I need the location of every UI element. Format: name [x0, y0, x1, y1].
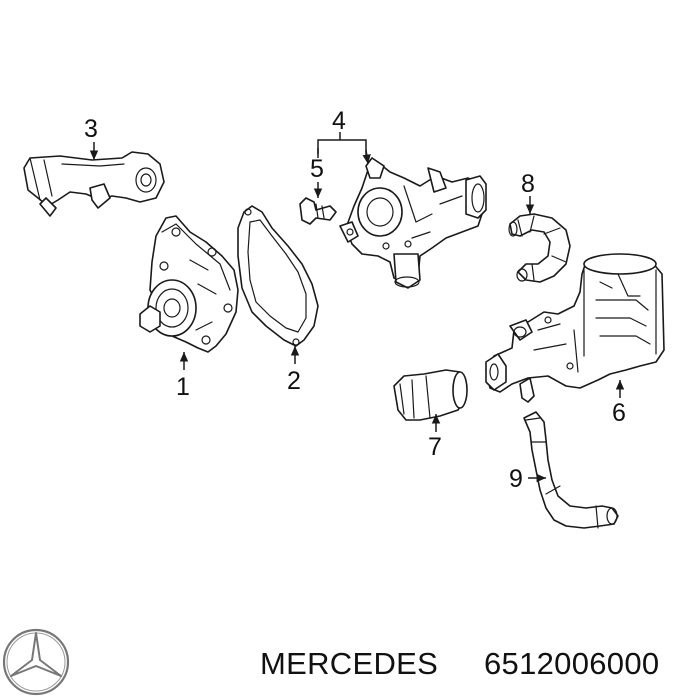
callout-6: 6: [612, 399, 626, 427]
leader-4b: [362, 149, 371, 165]
callout-1: 1: [176, 373, 190, 401]
callout-8: 8: [521, 170, 535, 198]
part-3-coolant-pipe: [23, 151, 165, 217]
part-8-small-hose: [508, 213, 571, 283]
part-number: 6512006000: [484, 646, 659, 681]
part-5-sensor: [299, 197, 337, 225]
brand-name: MERCEDES: [260, 646, 438, 681]
callout-3: 3: [84, 115, 98, 143]
part-4-thermostat-housing: [339, 157, 487, 289]
callout-9: 9: [509, 465, 523, 493]
part-6-housing: [485, 253, 665, 403]
callout-7: 7: [428, 433, 442, 461]
part-1-water-pump: [139, 215, 239, 353]
callout-4: 4: [332, 107, 346, 135]
part-9-long-hose: [523, 411, 619, 529]
mercedes-star-icon: [2, 628, 70, 696]
callout-2: 2: [287, 367, 301, 395]
part-2-gasket: [237, 205, 319, 347]
callout-4-bracket: [317, 132, 367, 158]
part-7-sleeve: [393, 369, 468, 421]
callout-5: 5: [310, 155, 324, 183]
